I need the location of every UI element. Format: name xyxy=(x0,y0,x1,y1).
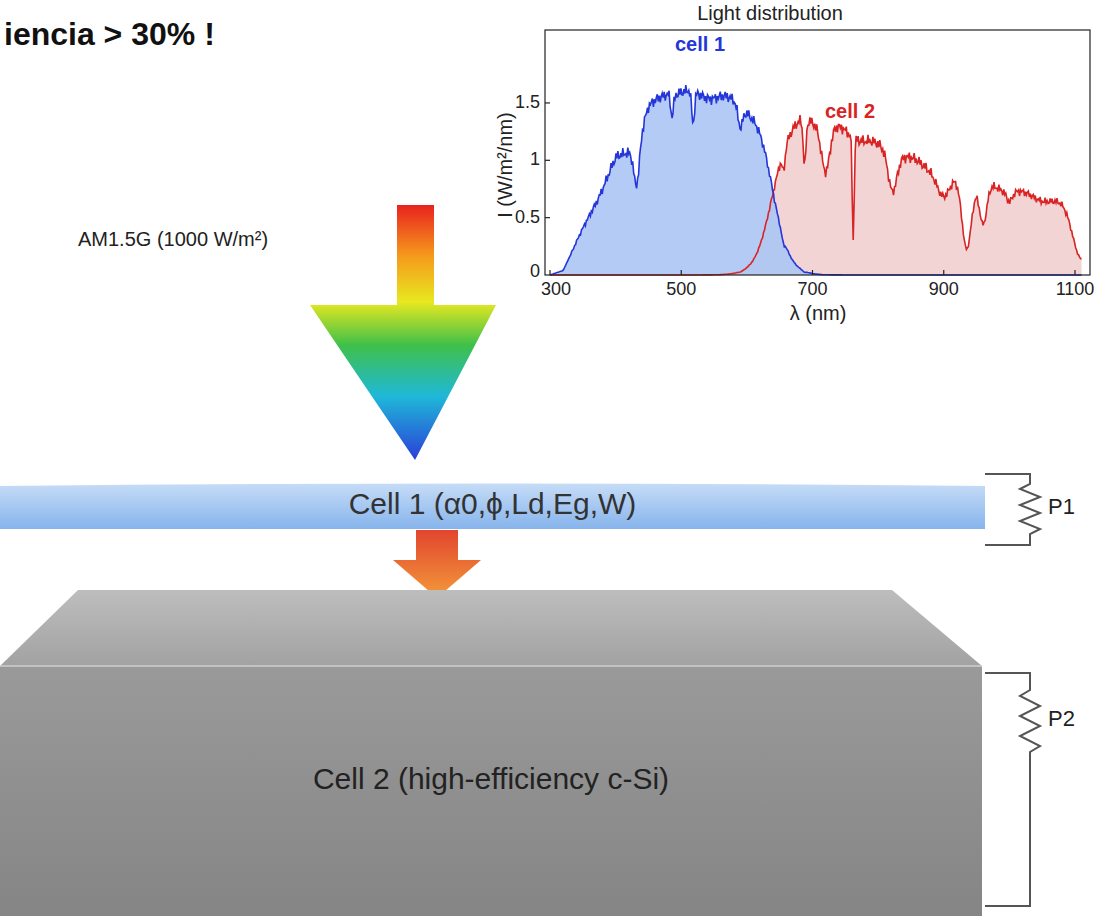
cell-label: Cell 2 (high-efficiency c-Si) xyxy=(0,762,982,796)
tick xyxy=(545,217,550,218)
cell-label: Cell 1 (α0,ϕ,Ld,Eg,W) xyxy=(0,487,985,521)
tick xyxy=(549,270,550,275)
label: 0.5 xyxy=(515,207,540,228)
tick xyxy=(545,160,550,161)
plot-frame xyxy=(545,30,1090,275)
label: I (W/m²/nm) xyxy=(494,112,517,218)
slab-edge xyxy=(0,665,982,667)
label: 700 xyxy=(797,279,827,300)
tick xyxy=(545,102,550,103)
tick xyxy=(681,270,682,275)
label: P2 xyxy=(1048,706,1075,731)
label: AM1.5G (1000 W/m²) xyxy=(78,228,268,251)
label: λ (nm) xyxy=(790,302,847,325)
cell1-fill xyxy=(0,484,985,530)
label: 300 xyxy=(541,279,571,300)
tick xyxy=(943,270,944,275)
slab-top xyxy=(0,590,982,666)
sunlight-arrow xyxy=(310,205,496,460)
tick xyxy=(1074,270,1075,275)
cell-slab: Cell 2 (high-efficiency c-Si) xyxy=(0,590,1000,916)
cell-layer: Cell 1 (α0,ϕ,Ld,Eg,W) xyxy=(0,483,985,529)
label: Light distribution xyxy=(697,2,843,25)
label: 1100 xyxy=(1056,279,1095,300)
resistor-symbol xyxy=(985,673,1040,906)
label: cell 2 xyxy=(825,100,875,123)
label: iencia > 30% ! xyxy=(4,16,215,53)
label: 1 xyxy=(530,149,540,170)
spectrum-chart xyxy=(545,30,1090,275)
cell1-area xyxy=(550,85,1082,275)
label: P1 xyxy=(1048,494,1075,519)
light-arrow xyxy=(393,530,481,598)
label: 1.5 xyxy=(515,92,540,113)
cell2-curve xyxy=(550,115,1082,275)
label: 500 xyxy=(666,279,696,300)
label: 0 xyxy=(530,261,540,282)
label: 900 xyxy=(929,279,959,300)
resistor-symbol xyxy=(985,474,1040,545)
cell1-curve xyxy=(550,85,1082,275)
tick xyxy=(812,270,813,275)
slab-front xyxy=(0,666,982,916)
label: cell 1 xyxy=(675,33,725,56)
cell-shape xyxy=(0,590,1000,916)
